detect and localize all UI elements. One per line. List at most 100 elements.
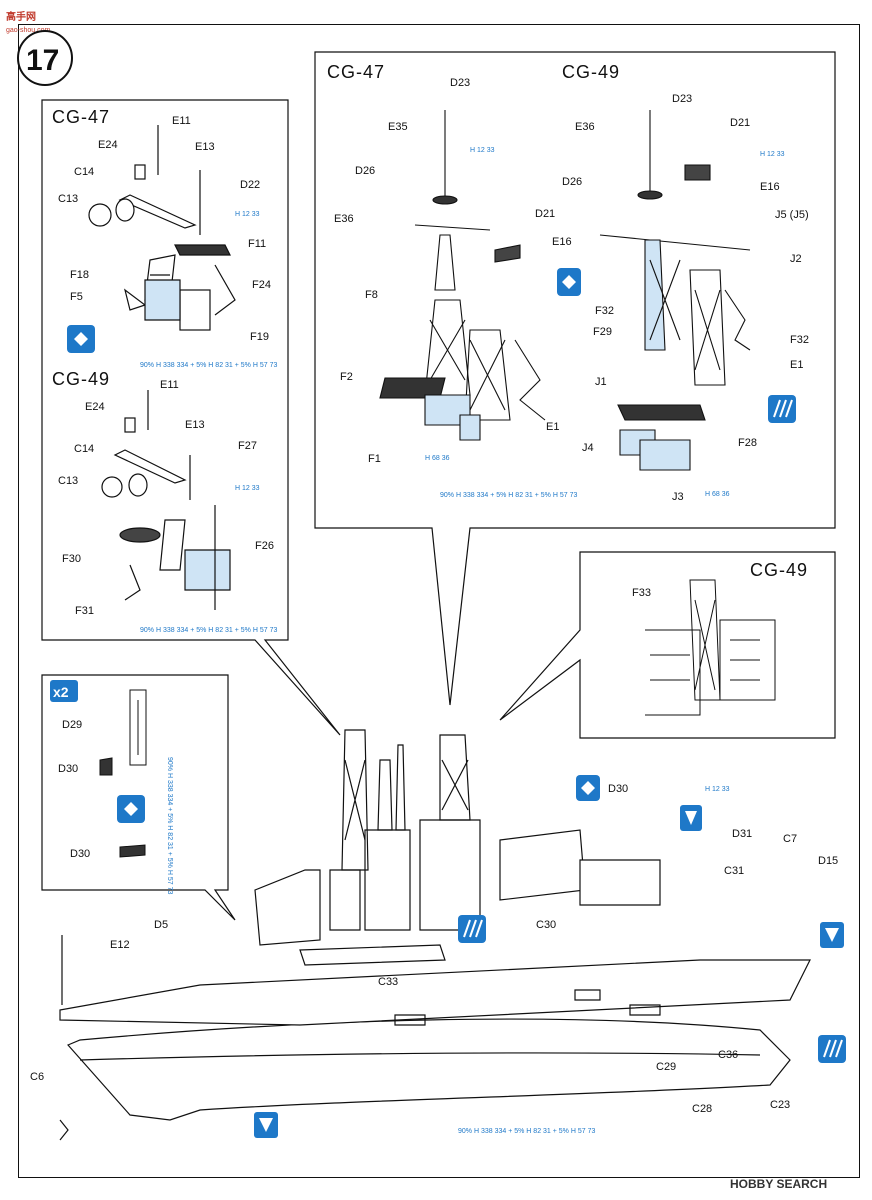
label-f26: F26	[255, 540, 274, 552]
label-d30-hull: D30	[608, 783, 628, 795]
label-c29: C29	[656, 1061, 676, 1073]
flip-icon-2	[557, 268, 581, 296]
label-c33: C33	[378, 976, 398, 988]
label-d21-b: D21	[730, 117, 750, 129]
cement-icon-1	[768, 395, 796, 423]
label-c13-b: C13	[58, 475, 78, 487]
flip-icon-1	[67, 325, 95, 353]
label-f29: F29	[593, 326, 612, 338]
paint-code-h68: H 68 36	[425, 455, 450, 462]
center-callout-box: CG-47 CG-49 D23 E35 D26 E36 D21 E16 F8	[314, 51, 836, 706]
label-f28: F28	[738, 437, 757, 449]
label-e36-b: E36	[575, 121, 595, 133]
paint-code-h12-e: H 12 33	[705, 786, 730, 793]
center-left-title: CG-47	[327, 62, 385, 82]
cg47-lattice-mast	[379, 110, 546, 441]
ship-hull	[59, 729, 811, 1141]
label-j1: J1	[595, 376, 607, 388]
left-callout-box: CG-47 CG-49 E11 E24 E13 C14 D22 C13 F11	[41, 99, 341, 736]
label-e11-b: E11	[160, 379, 179, 391]
cg47-part-labels: E11 E24 E13 C14 D22 C13 F11 F18 F24 F5 F…	[58, 115, 277, 369]
label-d23-b: D23	[672, 93, 692, 105]
cg47-mast-parts	[88, 125, 236, 331]
label-e1: E1	[546, 421, 559, 433]
label-d30-a: D30	[58, 763, 78, 775]
instruction-frame	[18, 24, 860, 1178]
flip-icon-4	[576, 775, 600, 801]
label-d26: D26	[355, 165, 375, 177]
label-d15: D15	[818, 855, 838, 867]
label-f1: F1	[368, 453, 381, 465]
label-d5: D5	[154, 919, 168, 931]
label-d30-b: D30	[70, 848, 90, 860]
step-badge: 17	[17, 30, 73, 86]
cg49-center-labels: D23 E36 D21 D26 E16 J5 (J5) J2 F32 F29 F…	[562, 93, 809, 503]
label-j2: J2	[790, 253, 802, 265]
label-f33: F33	[632, 587, 651, 599]
paint-code-h12-d: H 12 33	[760, 151, 785, 158]
watermark-logo: 高手网	[6, 10, 36, 23]
paint-code-mix-vert: 90% H 338 334 + 5% H 82 31 + 5% H 57 73	[166, 757, 173, 894]
label-j4: J4	[582, 442, 594, 454]
drill-icon-1	[680, 805, 702, 831]
label-e16: E16	[552, 236, 572, 248]
label-c23: C23	[770, 1099, 790, 1111]
cg49-part-labels: E11 E24 E13 F27 C14 C13 F30 F26 F31 H 12…	[58, 379, 277, 634]
footer-watermark: HOBBY SEARCH	[730, 1177, 827, 1191]
watermark-url: gao-shou.com	[6, 27, 51, 34]
label-c28: C28	[692, 1103, 712, 1115]
label-f24: F24	[252, 279, 271, 291]
label-d29: D29	[62, 719, 82, 731]
step-number: 17	[26, 44, 59, 77]
label-f11: F11	[248, 238, 266, 250]
label-e35: E35	[388, 121, 408, 133]
label-f27: F27	[238, 440, 257, 452]
label-e11: E11	[172, 115, 191, 127]
hull-part-labels: E12 D5 C6 C33 C30 D30 D31 C7 D15 C31 C29…	[30, 783, 838, 1135]
label-d31: D31	[732, 828, 752, 840]
label-e1-b: E1	[790, 359, 803, 371]
label-f32-a: F32	[595, 305, 614, 317]
cg47-center-labels: D23 E35 D26 E36 D21 E16 F8 F2 F1 E1 H 12…	[334, 77, 577, 499]
label-d23: D23	[450, 77, 470, 89]
inset-mast-detail	[645, 579, 776, 716]
label-f31: F31	[75, 605, 94, 617]
left-top-title: CG-47	[52, 107, 110, 127]
label-f30: F30	[62, 553, 81, 565]
paint-code-h12-c: H 12 33	[470, 147, 495, 154]
label-c14: C14	[74, 166, 94, 178]
label-d22: D22	[240, 179, 260, 191]
label-c14-b: C14	[74, 443, 94, 455]
label-f2: F2	[340, 371, 353, 383]
label-e13-b: E13	[185, 419, 205, 431]
paint-code-h68-b: H 68 36	[705, 491, 730, 498]
label-j3: J3	[672, 491, 684, 503]
label-e36: E36	[334, 213, 354, 225]
center-right-title: CG-49	[562, 62, 620, 82]
label-c36: C36	[718, 1049, 738, 1061]
label-d26-b: D26	[562, 176, 582, 188]
label-e13: E13	[195, 141, 215, 153]
paint-code-mix-4: 90% H 338 334 + 5% H 82 31 + 5% H 57 73	[458, 1128, 595, 1135]
paint-code-mix-2: 90% H 338 334 + 5% H 82 31 + 5% H 57 73	[140, 627, 277, 634]
inset-title: CG-49	[750, 560, 808, 580]
label-f19: F19	[250, 331, 269, 343]
label-e16-b: E16	[760, 181, 780, 193]
paint-code-mix-1: 90% H 338 334 + 5% H 82 31 + 5% H 57 73	[140, 362, 277, 369]
cg49-lattice-masts	[599, 110, 751, 471]
x2-callout-box: x2 D29 D30 D30 90% H 338 334 + 5% H 82 3…	[41, 674, 236, 921]
label-e24: E24	[98, 139, 118, 151]
label-c7: C7	[783, 833, 797, 845]
label-j5: J5 (J5)	[775, 209, 809, 221]
cement-icon-3	[818, 1035, 846, 1063]
label-f32-b: F32	[790, 334, 809, 346]
left-bottom-title: CG-49	[52, 369, 110, 389]
cement-icon-2	[458, 915, 486, 943]
label-e12: E12	[110, 939, 130, 951]
label-f8: F8	[365, 289, 378, 301]
drill-icon-2	[820, 922, 844, 948]
label-c6: C6	[30, 1071, 44, 1083]
inset-cg49-box: CG-49 F33	[499, 551, 836, 739]
label-c30: C30	[536, 919, 556, 931]
